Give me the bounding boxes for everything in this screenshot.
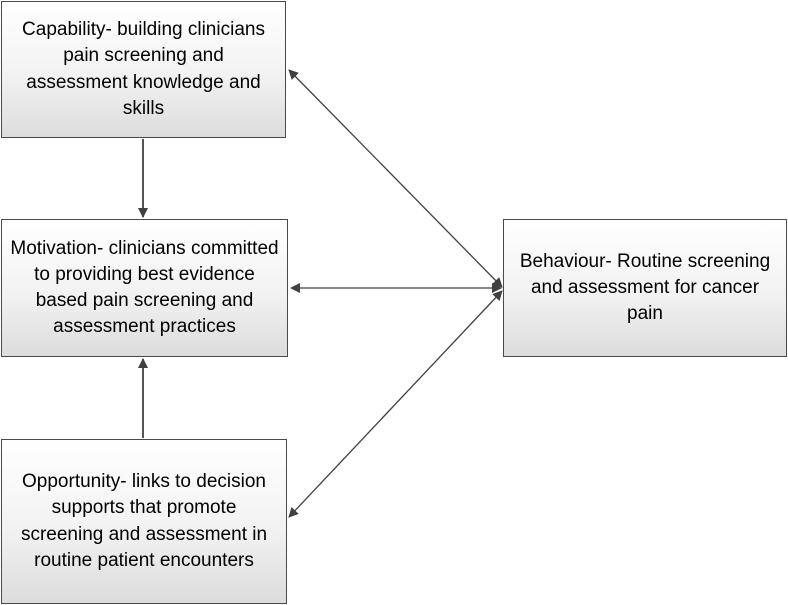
behaviour-label: Behaviour- Routine screening and assessm… [519, 250, 771, 324]
opportunity-label: Opportunity- links to decision supports … [20, 471, 268, 571]
opportunity-box: Opportunity- links to decision supports … [1, 439, 287, 604]
edge-capability-behaviour [288, 69, 503, 288]
edge-opportunity-behaviour [288, 290, 503, 518]
motivation-label: Motivation- clinicians committed to prov… [10, 237, 279, 338]
motivation-box: Motivation- clinicians committed to prov… [1, 219, 288, 357]
behaviour-box: Behaviour- Routine screening and assessm… [503, 219, 787, 357]
capability-box: Capability- building clinicians pain scr… [1, 1, 286, 138]
capability-label: Capability- building clinicians pain scr… [22, 19, 265, 119]
